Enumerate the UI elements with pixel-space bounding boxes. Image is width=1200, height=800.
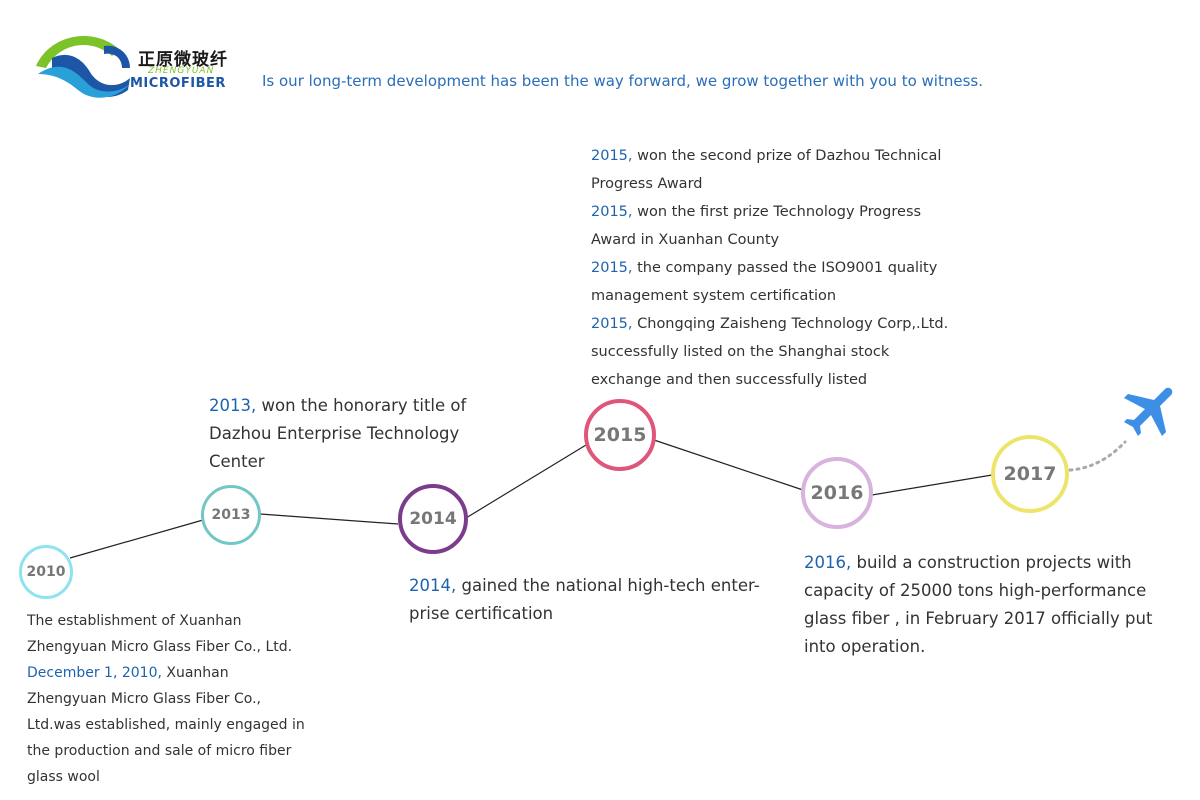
year-label-2010: 2010 xyxy=(26,564,66,580)
event-2016-text: 2016, build a construction projects with… xyxy=(804,549,1164,661)
zhengyuan-logo-icon xyxy=(36,36,130,98)
event-2015-item: 2015, Chongqing Zaisheng Technology Corp… xyxy=(591,310,951,394)
event-2010-intro: The establishment of Xuanhan Zhengyuan M… xyxy=(27,613,293,655)
airplane-icon xyxy=(1123,387,1173,437)
year-label-2017: 2017 xyxy=(1003,463,1057,485)
event-2010-description: Xuanhan Zhengyuan Micro Glass Fiber Co.,… xyxy=(27,665,305,785)
event-2015-description: the company passed the ISO9001 quality m… xyxy=(591,260,938,304)
event-2015-year: 2015, xyxy=(591,148,633,164)
event-2010-detail: December 1, 2010, Xuanhan Zhengyuan Micr… xyxy=(27,660,312,790)
year-node-2017: 2017 xyxy=(991,435,1069,513)
year-node-2010: 2010 xyxy=(19,545,73,599)
event-2015-year: 2015, xyxy=(591,204,633,220)
event-2015-year: 2015, xyxy=(591,316,633,332)
event-2015-item: 2015, won the second prize of Dazhou Tec… xyxy=(591,142,951,198)
year-node-2013: 2013 xyxy=(201,485,261,545)
connector-2013-2014 xyxy=(259,513,399,525)
event-2015-description: Chongqing Zaisheng Technology Corp,.Ltd.… xyxy=(591,316,949,388)
event-2016-year: 2016, xyxy=(804,553,852,572)
event-2013-year: 2013, xyxy=(209,396,257,415)
connector-2014-2015 xyxy=(465,444,587,519)
logo-chinese-name: 正原微玻纤 xyxy=(138,50,228,70)
event-2013-description: won the honorary title of Dazhou Enterpr… xyxy=(209,396,467,471)
year-label-2016: 2016 xyxy=(810,482,864,504)
event-2015-text: 2015, won the second prize of Dazhou Tec… xyxy=(591,142,951,394)
year-node-2016: 2016 xyxy=(801,457,873,529)
event-2010-text: The establishment of Xuanhan Zhengyuan M… xyxy=(27,608,312,790)
year-node-2015: 2015 xyxy=(584,399,656,471)
event-2015-item: 2015, won the first prize Technology Pro… xyxy=(591,198,951,254)
flight-path xyxy=(1068,440,1127,472)
event-2015-description: won the second prize of Dazhou Technical… xyxy=(591,148,942,192)
event-2014-description: gained the national high-tech enter-pris… xyxy=(409,576,760,623)
event-2013-text: 2013, won the honorary title of Dazhou E… xyxy=(209,392,479,476)
year-label-2013: 2013 xyxy=(211,507,251,523)
event-2010-date: December 1, 2010, xyxy=(27,665,162,681)
event-2014-text: 2014, gained the national high-tech ente… xyxy=(409,572,769,628)
logo-pinyin: ZHENGYUAN xyxy=(148,66,215,76)
event-2016-description: build a construction projects with capac… xyxy=(804,553,1153,656)
year-label-2015: 2015 xyxy=(593,424,647,446)
year-label-2014: 2014 xyxy=(409,509,457,529)
connector-2015-2016 xyxy=(653,439,804,491)
event-2014-year: 2014, xyxy=(409,576,457,595)
event-2015-year: 2015, xyxy=(591,260,633,276)
tagline: Is our long-term development has been th… xyxy=(262,72,983,90)
connector-2016-2017 xyxy=(871,474,993,496)
connector-2010-2013 xyxy=(69,519,204,559)
event-2015-item: 2015, the company passed the ISO9001 qua… xyxy=(591,254,951,310)
year-node-2014: 2014 xyxy=(398,484,468,554)
logo-english-name: MICROFIBER xyxy=(130,76,226,91)
event-2015-description: won the first prize Technology Progress … xyxy=(591,204,922,248)
